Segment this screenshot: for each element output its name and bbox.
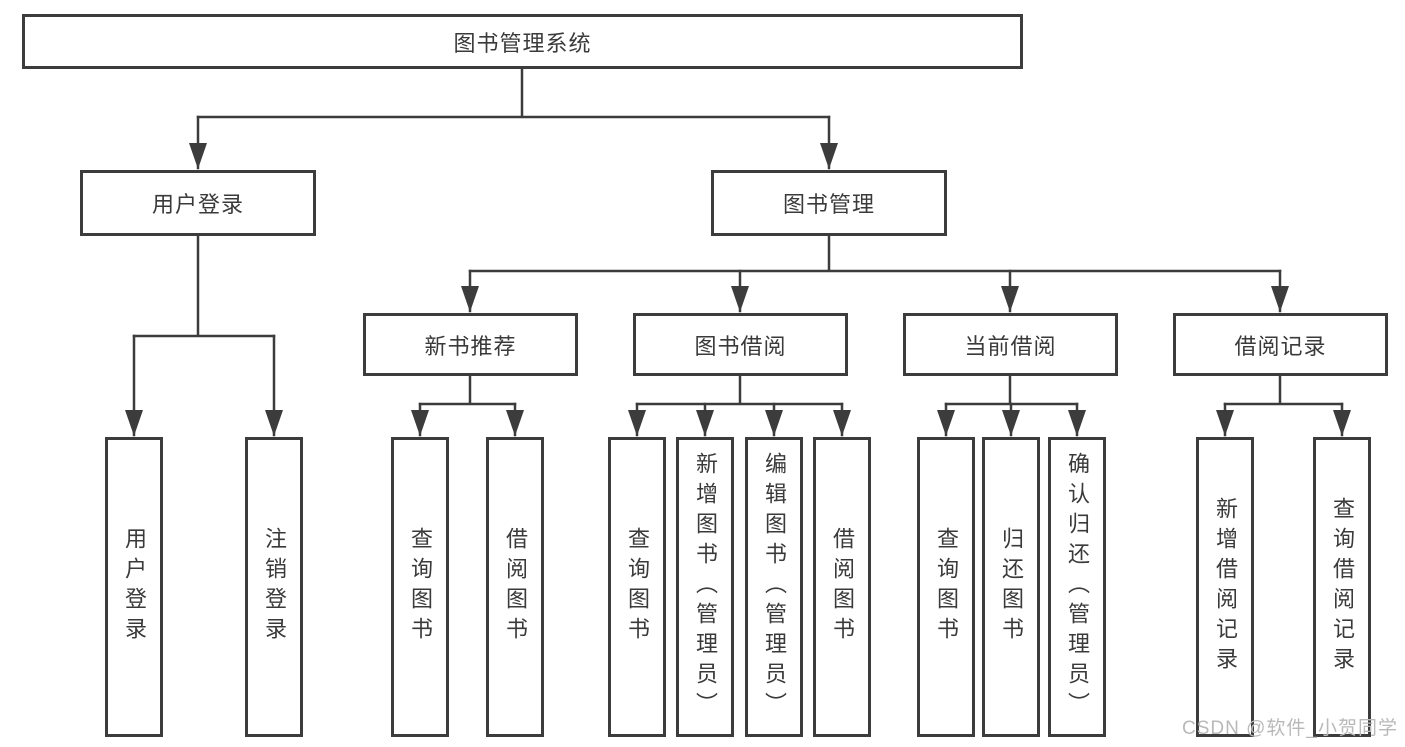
node-label: 查询图书 [408,527,433,647]
node-query-borrow-record: 查询借阅记录 [1313,437,1371,737]
node-label: 图书管理 [782,192,875,217]
csdn-watermark: CSDN @软件_小贺同学 [1182,718,1398,739]
node-borrowing-borrow-books: 借阅图书 [813,437,871,737]
node-label: 用户登录 [122,527,147,647]
node-borrowing-records: 借阅记录 [1173,313,1388,376]
node-label: 查询图书 [934,527,959,647]
node-label: 借阅图书 [830,527,855,647]
node-newbooks-query-books: 查询图书 [391,437,449,737]
node-label: 借阅图书 [503,527,528,647]
node-add-borrow-record: 新增借阅记录 [1196,437,1254,737]
node-label: 注销登录 [262,527,287,647]
node-label: 查询借阅记录 [1330,497,1355,677]
node-label: 新增图书（管理员） [693,452,718,722]
node-new-book-recommendation: 新书推荐 [363,313,578,376]
node-label: 编辑图书（管理员） [762,452,787,722]
node-label: 新书推荐 [424,333,517,359]
node-logout: 注销登录 [245,437,303,737]
node-user-login-leaf: 用户登录 [105,437,163,737]
node-user-login: 用户登录 [80,170,316,236]
node-library-management-system: 图书管理系统 [22,14,1023,69]
node-label: 归还图书 [999,527,1024,647]
node-current-query-books: 查询图书 [917,437,975,737]
node-book-borrowing: 图书借阅 [633,313,848,376]
node-book-management: 图书管理 [711,170,947,236]
node-confirm-return-admin: 确认归还（管理员） [1048,437,1106,737]
node-newbooks-borrow-books: 借阅图书 [486,437,544,737]
node-label: 用户登录 [151,192,244,217]
node-edit-books-admin: 编辑图书（管理员） [745,437,803,737]
node-label: 查询图书 [625,527,650,647]
node-return-books: 归还图书 [982,437,1040,737]
node-label: 图书管理系统 [453,30,592,56]
node-current-borrowing: 当前借阅 [903,313,1118,376]
node-label: 新增借阅记录 [1213,497,1238,677]
node-label: 借阅记录 [1234,333,1327,359]
node-add-books-admin: 新增图书（管理员） [676,437,734,737]
node-label: 当前借阅 [964,333,1057,359]
node-label: 图书借阅 [694,333,787,359]
node-borrowing-query-books: 查询图书 [608,437,666,737]
node-label: 确认归还（管理员） [1065,452,1090,722]
